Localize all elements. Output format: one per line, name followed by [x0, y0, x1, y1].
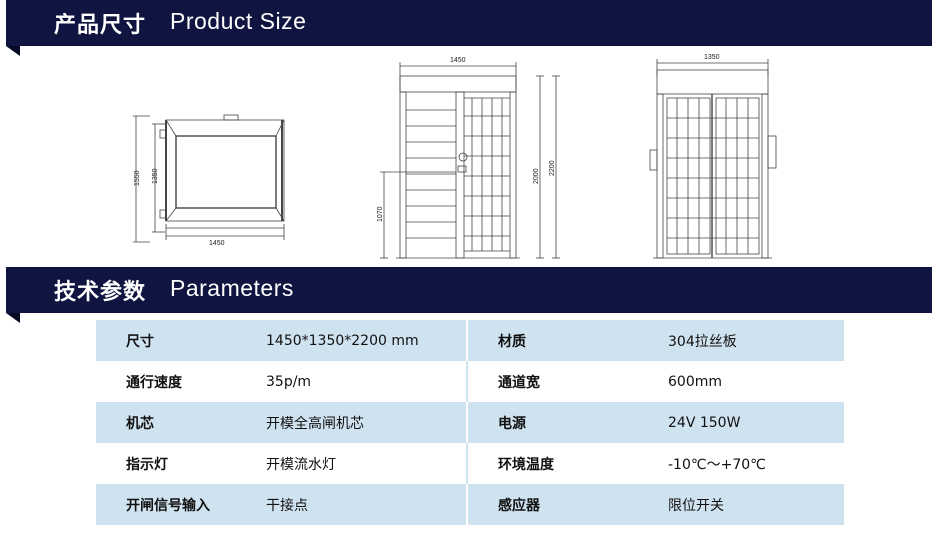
- param-value: 干接点: [266, 484, 467, 525]
- section-title-en: Parameters: [170, 275, 294, 301]
- front-view-drawing: [380, 62, 560, 259]
- top-view-drawing: [133, 114, 285, 243]
- param-value: 35p/m: [266, 361, 467, 402]
- param-key: 环境温度: [466, 443, 668, 484]
- top-view-inner-height-label: 1350: [152, 168, 159, 184]
- param-key: 材质: [466, 320, 668, 361]
- param-key: 通道宽: [466, 361, 668, 402]
- table-row: 尺寸 1450*1350*2200 mm 材质 304拉丝板: [96, 320, 844, 361]
- side-view-width-label: 1350: [704, 54, 720, 61]
- parameters-table: 尺寸 1450*1350*2200 mm 材质 304拉丝板 通行速度 35p/…: [96, 320, 844, 525]
- param-key: 电源: [466, 402, 668, 443]
- param-value: 开模全高闸机芯: [266, 402, 467, 443]
- drawing-dimension-labels: 1450 1550 1350 1450 2000 2200 1070 1350: [134, 54, 720, 247]
- section-title-cn: 产品尺寸: [54, 13, 147, 38]
- section-header-product-size: 产品尺寸 Product Size: [6, 0, 932, 56]
- side-view-drawing: [649, 59, 777, 259]
- product-drawings: 1450 1550 1350 1450 2000 2200 1070 1350: [0, 46, 939, 267]
- table-row: 通行速度 35p/m 通道宽 600mm: [96, 361, 844, 402]
- section-title-en: Product Size: [170, 8, 307, 34]
- technical-drawing-svg: [133, 59, 777, 259]
- param-value: 限位开关: [668, 484, 844, 525]
- front-view-handle-height-label: 1070: [377, 206, 384, 222]
- table-row: 开闸信号输入 干接点 感应器 限位开关: [96, 484, 844, 525]
- param-value: 1450*1350*2200 mm: [266, 320, 467, 361]
- param-value: 304拉丝板: [668, 320, 844, 361]
- param-key: 开闸信号输入: [96, 484, 266, 525]
- top-view-width-label: 1450: [209, 240, 225, 247]
- param-value: 开模流水灯: [266, 443, 467, 484]
- section-title-cn: 技术参数: [54, 280, 147, 305]
- table-row: 机芯 开模全高闸机芯 电源 24V 150W: [96, 402, 844, 443]
- banner-fold: [6, 313, 20, 323]
- param-key: 感应器: [466, 484, 668, 525]
- table-row: 指示灯 开模流水灯 环境温度 -10℃～+70℃: [96, 443, 844, 484]
- banner-fold: [6, 46, 20, 56]
- param-value: 24V 150W: [668, 402, 844, 443]
- param-key: 机芯: [96, 402, 266, 443]
- param-key: 通行速度: [96, 361, 266, 402]
- param-value: -10℃～+70℃: [668, 443, 844, 484]
- param-value: 600mm: [668, 361, 844, 402]
- section-header-parameters: 技术参数 Parameters: [6, 267, 932, 323]
- param-key: 尺寸: [96, 320, 266, 361]
- top-view-outer-height-label: 1550: [134, 170, 141, 186]
- front-view-frame-height-label: 2000: [533, 168, 540, 184]
- front-view-width-label: 1450: [450, 57, 466, 64]
- front-view-total-height-label: 2200: [549, 160, 556, 176]
- param-key: 指示灯: [96, 443, 266, 484]
